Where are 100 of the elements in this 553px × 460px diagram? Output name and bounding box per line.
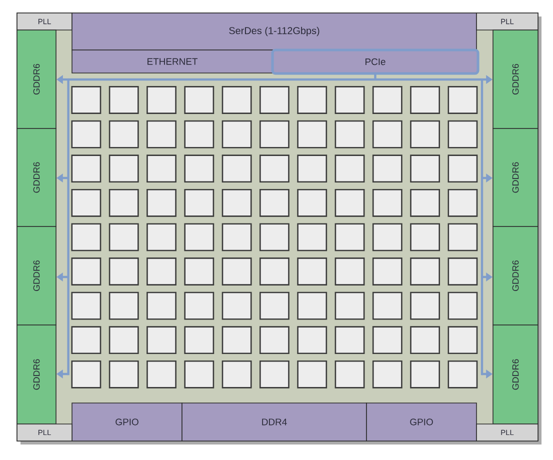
core-tile [260, 326, 290, 354]
core-tile [146, 120, 176, 148]
core-tile [297, 292, 328, 320]
core-tile [334, 292, 365, 320]
core-tile [260, 360, 290, 388]
core-tile [260, 188, 290, 217]
core-tile [334, 154, 365, 183]
core-tile [71, 326, 102, 354]
core-tile [372, 154, 402, 183]
core-tile [222, 223, 252, 252]
core-tile [184, 292, 214, 320]
core-tile [334, 258, 365, 286]
memory-block: GDDR6 [492, 30, 538, 129]
core-tile [260, 120, 290, 148]
core-tile [71, 258, 102, 286]
core-tile [71, 86, 102, 114]
core-tile [146, 360, 176, 388]
core-tile [410, 120, 440, 148]
core-tile [71, 223, 102, 252]
core-tile [448, 120, 478, 148]
core-tile [297, 326, 328, 354]
core-tile [222, 154, 252, 183]
core-tile [448, 360, 478, 388]
core-tile [448, 292, 478, 320]
core-tile [410, 292, 440, 320]
core-tile [222, 258, 252, 286]
core-tile [334, 360, 365, 388]
core-tile [184, 188, 214, 217]
core-tile [184, 326, 214, 354]
memory-block: GDDR6 [16, 30, 56, 129]
core-tile [108, 292, 139, 320]
core-tile [222, 292, 252, 320]
core-tile [260, 154, 290, 183]
core-tile [108, 326, 139, 354]
core-tile [372, 86, 402, 114]
core-tile [372, 326, 402, 354]
bus-line [67, 74, 484, 376]
memory-block: GDDR6 [492, 128, 538, 227]
core-tile [372, 188, 402, 217]
core-tile [184, 86, 214, 114]
core-tile [222, 120, 252, 148]
core-tile [448, 223, 478, 252]
core-tile [297, 258, 328, 286]
core-tile [146, 258, 176, 286]
core-tile [222, 188, 252, 217]
core-tile [260, 86, 290, 114]
interface-block: ETHERNET [72, 50, 273, 74]
interface-block: GPIO [72, 402, 182, 442]
core-tile [222, 86, 252, 114]
core-tile [108, 258, 139, 286]
core-tile [71, 292, 102, 320]
core-tile [108, 223, 139, 252]
core-tile [184, 223, 214, 252]
core-tile [410, 360, 440, 388]
core-tile [297, 188, 328, 217]
core-tile [222, 326, 252, 354]
core-tile [297, 360, 328, 388]
core-tile [146, 188, 176, 217]
core-tile [334, 188, 365, 217]
memory-block: GDDR6 [492, 324, 538, 424]
core-tile [108, 86, 139, 114]
core-tile [334, 86, 365, 114]
core-tile [108, 154, 139, 183]
core-tile [260, 292, 290, 320]
core-tile [71, 120, 102, 148]
core-tile [410, 258, 440, 286]
memory-block: GDDR6 [16, 324, 56, 424]
core-tile [372, 120, 402, 148]
interface-block: PCIe [271, 48, 480, 75]
core-tile [297, 154, 328, 183]
core-tile [448, 188, 478, 217]
core-tile [448, 86, 478, 114]
memory-block: GDDR6 [16, 128, 56, 227]
core-tile [297, 120, 328, 148]
interface-block: GPIO [366, 402, 477, 442]
core-tile [184, 360, 214, 388]
core-tile [260, 258, 290, 286]
memory-block: GDDR6 [16, 226, 56, 326]
core-tile [108, 120, 139, 148]
core-tile [334, 223, 365, 252]
core-tile [184, 154, 214, 183]
core-tile [71, 154, 102, 183]
core-tile [71, 360, 102, 388]
core-tile [372, 223, 402, 252]
core-tile [372, 292, 402, 320]
core-tile [410, 326, 440, 354]
core-tile [372, 360, 402, 388]
core-tile [448, 154, 478, 183]
core-tile [410, 223, 440, 252]
memory-block: GDDR6 [492, 226, 538, 326]
core-tile [410, 86, 440, 114]
core-tile [448, 326, 478, 354]
core-tile [146, 86, 176, 114]
core-tile [260, 223, 290, 252]
core-tile [334, 326, 365, 354]
core-tile [146, 223, 176, 252]
core-tile [297, 86, 328, 114]
core-tile [184, 120, 214, 148]
core-tile [146, 154, 176, 183]
core-tile [146, 292, 176, 320]
